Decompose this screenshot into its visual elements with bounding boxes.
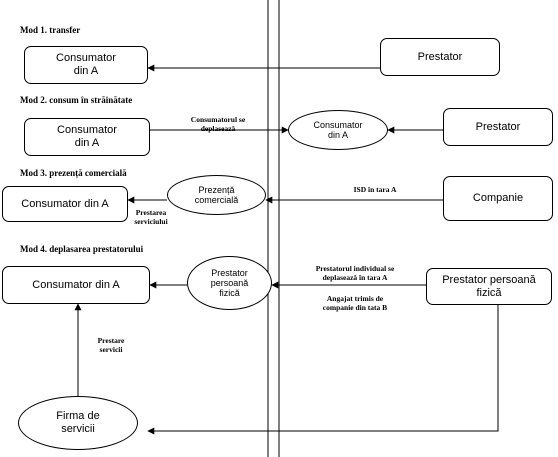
m4-provider-right-box: Prestator persoană fizică bbox=[426, 268, 552, 305]
m3-presence-label: Prezență comercială bbox=[194, 185, 239, 205]
m3-company-label: Companie bbox=[472, 192, 524, 204]
m2-consumer-label: Consumator din A bbox=[57, 124, 117, 149]
m1-consumer-box: Consumator din A bbox=[24, 46, 148, 84]
m2-consumer-abroad-label: Consumator din A bbox=[313, 120, 363, 140]
m2-consumer-box: Consumator din A bbox=[24, 118, 150, 156]
m1-provider-box: Prestator bbox=[380, 38, 500, 76]
mode4-heading: Mod 4. deplasarea prestatorului bbox=[20, 244, 144, 254]
m3-fdi-label: ISD în tara A bbox=[353, 185, 397, 194]
m4-service-label: Prestare servicii bbox=[97, 336, 125, 354]
m4-employee-arrow bbox=[147, 305, 499, 435]
m4-consumer-box: Consumator din A bbox=[2, 266, 150, 304]
m3-company-box: Companie bbox=[443, 176, 553, 221]
mode1-heading: Mod 1. transfer bbox=[20, 25, 81, 35]
m3-consumer-box: Consumator din A bbox=[2, 186, 128, 222]
m4-firm-label: Firma de servicii bbox=[56, 410, 100, 435]
m4-provider-person-ellipse: Prestator persoană fizică bbox=[187, 256, 272, 310]
m2-provider-box: Prestator bbox=[443, 108, 553, 146]
mode2-heading: Mod 2. consum în străinătate bbox=[20, 95, 133, 105]
m4-consumer-label: Consumator din A bbox=[32, 278, 120, 291]
m2-provider-label: Prestator bbox=[475, 120, 521, 133]
mode3-heading: Mod 3. prezență comercială bbox=[20, 168, 127, 178]
m4-firm-ellipse: Firma de servicii bbox=[18, 396, 138, 450]
m3-presence-ellipse: Prezență comercială bbox=[167, 175, 266, 215]
m3-service-label: Prestarea serviciului bbox=[134, 208, 168, 226]
m4-provider-person-label: Prestator persoană fizică bbox=[210, 268, 249, 298]
m4-individual-label: Prestatorul individual se deplasează în … bbox=[315, 264, 395, 282]
m3-consumer-label: Consumator din A bbox=[21, 197, 109, 210]
m1-provider-label: Prestator bbox=[417, 50, 463, 63]
m4-provider-right-label: Prestator persoană fizică bbox=[442, 273, 536, 299]
m2-travel-label: Consumatorul se deplasează bbox=[190, 115, 246, 133]
m4-employee-label: Angajat trimis de companie din tata B bbox=[322, 294, 388, 312]
m1-consumer-label: Consumator din A bbox=[56, 52, 116, 77]
m2-consumer-abroad-ellipse: Consumator din A bbox=[288, 110, 388, 150]
